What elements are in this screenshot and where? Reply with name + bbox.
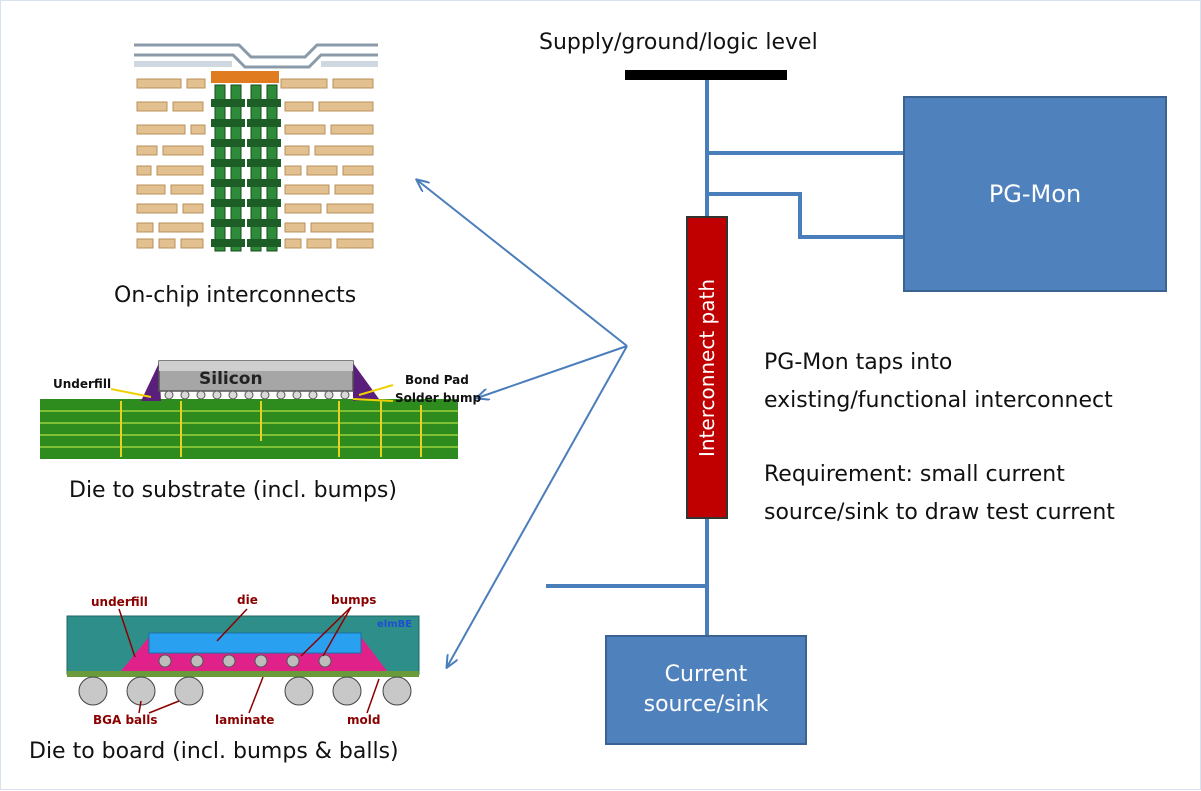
board-die-label: die [237, 593, 258, 607]
interconnect-path-label: Interconnect path [695, 278, 719, 458]
pgmon-box: PG-Mon [903, 96, 1167, 292]
board-bumps-label: bumps [331, 593, 377, 607]
arrow-board [447, 345, 628, 667]
wire-pgmon-2 [707, 192, 903, 239]
board-laminate-label: laminate [215, 713, 275, 727]
caption-board: Die to board (incl. bumps & balls) [29, 739, 399, 764]
note-pgmon-line1: PG-Mon taps into [764, 350, 953, 375]
current-source-label: Current source/sink [643, 662, 769, 717]
note-requirement-line1: Requirement: small current [764, 462, 1065, 487]
interconnect-path-bar: Interconnect path [686, 216, 728, 519]
board-bga-label: BGA balls [93, 713, 158, 727]
note-pgmon-line2: existing/functional interconnect [764, 388, 1113, 413]
caption-substrate: Die to substrate (incl. bumps) [69, 478, 397, 503]
board-mold-label: mold [347, 713, 381, 727]
note-requirement: Requirement: small current source/sink t… [764, 456, 1115, 532]
bond-pad-label: Bond Pad [405, 373, 469, 387]
arrow-onchip [417, 180, 628, 347]
onchip-image [134, 39, 378, 261]
solder-bump-label: Solder bump [395, 391, 482, 405]
silicon-label: Silicon [199, 369, 263, 389]
current-source-box: Current source/sink [605, 635, 807, 745]
wires [546, 80, 903, 635]
board-image [66, 606, 420, 714]
note-pgmon: PG-Mon taps into existing/functional int… [764, 344, 1113, 420]
substrate-image [40, 360, 458, 459]
caption-onchip: On-chip interconnects [114, 283, 357, 308]
board-elmbe-label: elmBE [377, 619, 413, 630]
pgmon-label: PG-Mon [988, 180, 1082, 208]
underfill-label: Underfill [53, 377, 112, 391]
arrow-substrate [477, 345, 628, 398]
board-underfill-label: underfill [91, 595, 148, 609]
supply-label: Supply/ground/logic level [539, 30, 818, 55]
supply-bar [625, 70, 787, 80]
note-requirement-line2: source/sink to draw test current [764, 500, 1115, 525]
arrows [417, 180, 628, 667]
